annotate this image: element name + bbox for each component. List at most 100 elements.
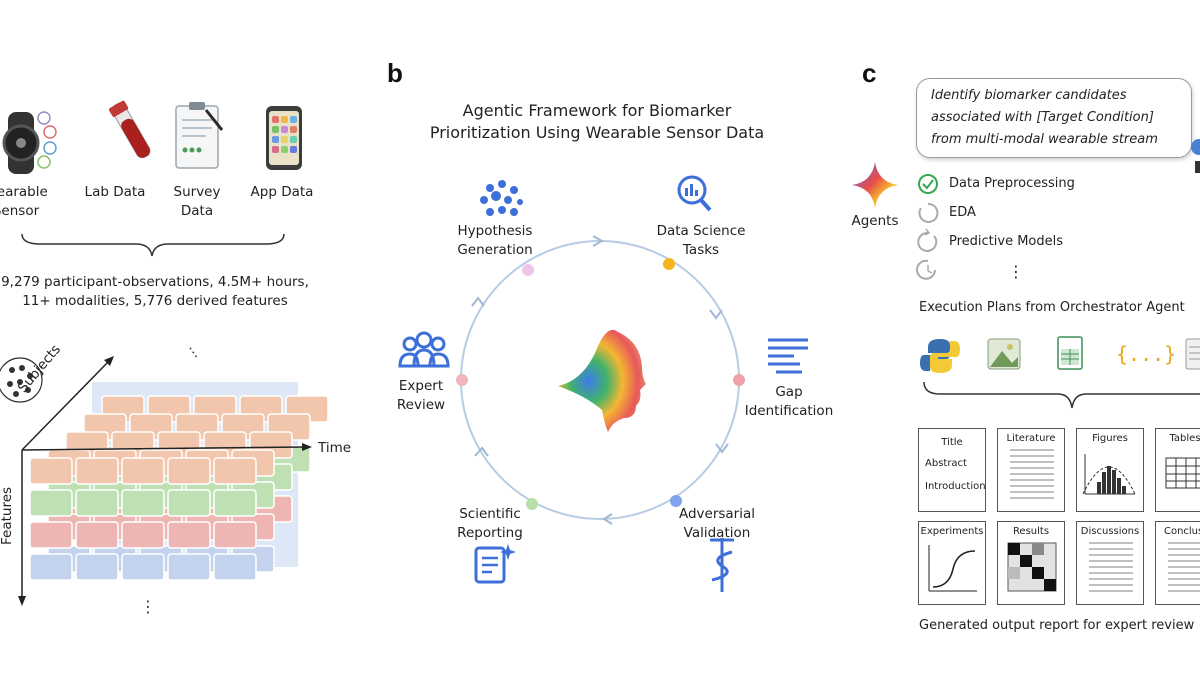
cube-cell bbox=[29, 457, 73, 485]
stage-dot-hypothesis bbox=[522, 264, 534, 276]
task-predictive-models: Predictive Models bbox=[949, 234, 1064, 249]
card-title-title: Title bbox=[941, 437, 963, 448]
cube-cell bbox=[121, 489, 165, 517]
histogram-icon bbox=[1082, 454, 1136, 495]
task-status-icons bbox=[916, 174, 939, 280]
report-card-tables: Tables bbox=[1155, 428, 1200, 512]
people-group-icon bbox=[398, 331, 450, 368]
cube-cell bbox=[213, 457, 257, 485]
cube-cell bbox=[213, 489, 257, 517]
user-avatar-icon bbox=[1191, 139, 1200, 173]
python-icon bbox=[920, 339, 960, 373]
cube-cell bbox=[167, 553, 211, 581]
cube-cell bbox=[167, 457, 211, 485]
cube-cell bbox=[29, 489, 73, 517]
card-title-discussions: Discussions bbox=[1080, 526, 1140, 537]
brace-c bbox=[923, 381, 1200, 409]
text-lines-icon bbox=[768, 338, 808, 374]
axis-time-label: Time bbox=[318, 440, 352, 456]
prompt-line-1: Identify biomarker candidates bbox=[931, 88, 1127, 103]
sigmoid-curve-icon bbox=[928, 545, 977, 592]
task-data-preprocessing: Data Preprocessing bbox=[949, 176, 1075, 191]
source-label-app: App Data bbox=[250, 184, 314, 200]
cube-cell bbox=[121, 457, 165, 485]
cube-cell bbox=[75, 489, 119, 517]
plans-caption: Execution Plans from Orchestrator Agent bbox=[919, 300, 1185, 315]
report-card-results: Results bbox=[997, 521, 1065, 605]
history-icon bbox=[916, 259, 936, 280]
svg-text:⋮: ⋮ bbox=[183, 342, 204, 363]
agents-label: Agents bbox=[851, 213, 899, 229]
tool-icons: {...} bbox=[920, 336, 1200, 373]
stage-label-hypothesis: Hypothesis Generation bbox=[457, 223, 533, 258]
list-lines-icon bbox=[1089, 542, 1133, 592]
cube-cell bbox=[167, 521, 211, 549]
stage-label-reporting: Scientific Reporting bbox=[457, 506, 523, 541]
card-section-abstract: Abstract bbox=[925, 458, 967, 469]
pending-circle-icon bbox=[917, 228, 938, 252]
caduceus-icon bbox=[710, 538, 734, 592]
molecule-cluster-icon bbox=[480, 180, 523, 216]
source-icons bbox=[2, 100, 302, 174]
card-section-introduction: Introduction bbox=[925, 481, 986, 492]
task-eda: EDA bbox=[949, 205, 976, 220]
report-card-literature: Literature bbox=[997, 428, 1065, 512]
prompt-line-2: associated with [Target Condition] bbox=[931, 110, 1154, 125]
card-title-figures: Figures bbox=[1092, 433, 1128, 444]
report-card-conclusions: Conclusi bbox=[1155, 521, 1200, 605]
card-title-results: Results bbox=[1012, 526, 1050, 537]
card-title-conclusions: Conclusi bbox=[1163, 526, 1200, 537]
report-card-figures: Figures bbox=[1076, 428, 1144, 512]
stage-dot-adversarial bbox=[670, 495, 682, 507]
json-icon: {...} bbox=[1116, 342, 1176, 366]
cube-cell bbox=[121, 553, 165, 581]
axis-features-label: Features bbox=[0, 486, 15, 545]
stats-line-1: 9,279 participant-observations, 4.5M+ ho… bbox=[1, 274, 309, 290]
document-icon bbox=[1185, 338, 1200, 370]
card-title-literature: Literature bbox=[1006, 433, 1056, 444]
card-title-experiments: Experiments bbox=[920, 526, 984, 537]
card-title-tables: Tables bbox=[1169, 433, 1200, 444]
source-label-wearable: Wearable Sensor bbox=[0, 184, 48, 219]
document-sparkle-icon bbox=[474, 544, 516, 584]
cube-cell bbox=[213, 553, 257, 581]
cube-cell bbox=[213, 521, 257, 549]
cube-cell bbox=[167, 489, 211, 517]
data-cube: ⋮ ⋮ bbox=[0, 342, 329, 616]
magnify-chart-icon bbox=[677, 175, 712, 212]
subjects-axis bbox=[21, 359, 111, 451]
cube-cell bbox=[121, 521, 165, 549]
svg-text:{...}: {...} bbox=[1116, 342, 1176, 366]
image-icon bbox=[987, 338, 1021, 370]
stats-line-2: 11+ modalities, 5,776 derived features bbox=[22, 293, 288, 309]
list-lines-icon bbox=[1010, 449, 1054, 499]
panel-letter-c: c bbox=[862, 58, 877, 88]
task-more: ⋮ bbox=[1008, 262, 1024, 281]
prompt-bubble: Identify biomarker candidates associated… bbox=[916, 78, 1192, 158]
report-card-discussions: Discussions bbox=[1076, 521, 1144, 605]
panel-letter-b: b bbox=[387, 58, 403, 88]
gemini-star-icon bbox=[852, 162, 898, 208]
prompt-line-3: from multi-modal wearable stream bbox=[931, 132, 1158, 147]
stage-dot-expert bbox=[456, 374, 468, 386]
source-label-survey: Survey Data bbox=[173, 184, 221, 219]
subjects-icon bbox=[0, 357, 43, 403]
smartphone-icon bbox=[266, 106, 302, 170]
cube-cell bbox=[75, 521, 119, 549]
time-axis bbox=[21, 446, 306, 451]
report-card-experiments: Experiments bbox=[918, 521, 986, 605]
brace-a bbox=[21, 233, 285, 257]
stage-label-adversarial: Adversarial Validation bbox=[678, 506, 756, 541]
clipboard-icon bbox=[175, 102, 224, 169]
progress-circle-icon bbox=[918, 202, 939, 223]
ai-face-icon bbox=[558, 329, 646, 432]
cube-cell bbox=[29, 521, 73, 549]
framework-title-line1: Agentic Framework for Biomarker bbox=[462, 101, 732, 120]
svg-text:⋮: ⋮ bbox=[140, 597, 156, 616]
smartwatch-icon bbox=[2, 111, 57, 174]
framework-title-line2: Prioritization Using Wearable Sensor Dat… bbox=[429, 123, 765, 142]
stage-dot-data-science bbox=[663, 258, 675, 270]
list-lines-icon bbox=[1168, 542, 1200, 592]
cube-cell bbox=[29, 553, 73, 581]
stage-label-gap: Gap Identification bbox=[744, 384, 834, 419]
